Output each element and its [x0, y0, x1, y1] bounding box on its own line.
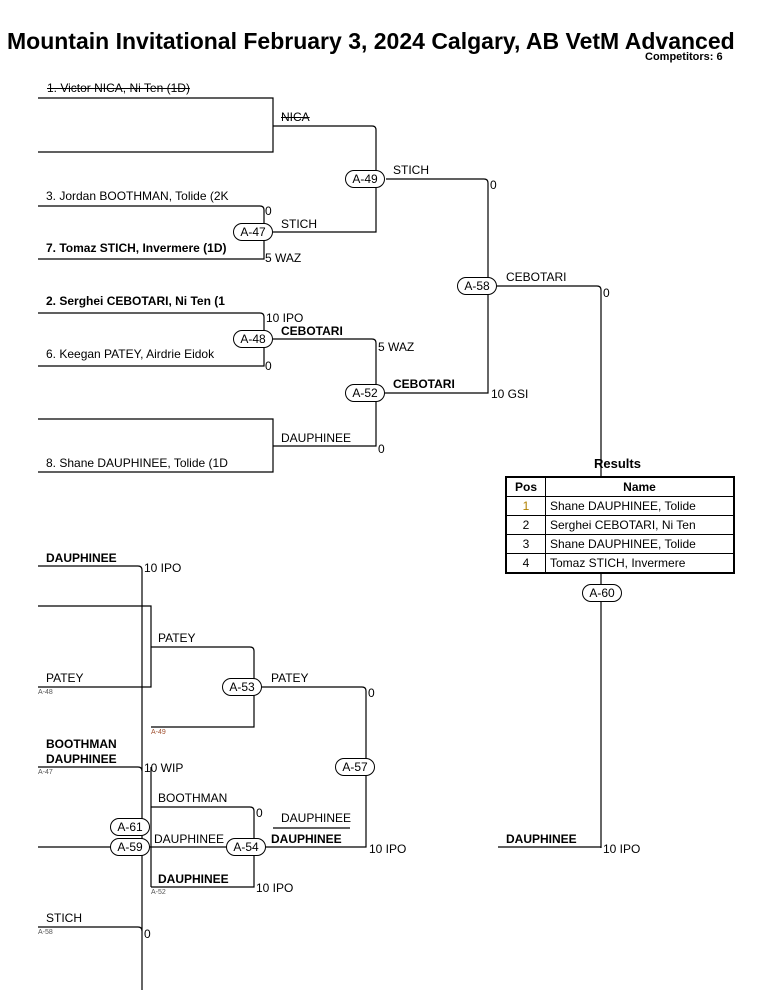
score: 10 IPO — [144, 561, 182, 575]
score: 10 IPO — [256, 881, 294, 895]
winner-boothman: BOOTHMAN — [158, 791, 228, 805]
match-a60[interactable]: A-60 — [582, 584, 622, 602]
winner-a54: DAUPHINEE — [271, 832, 342, 846]
match-a47[interactable]: A-47 — [233, 223, 273, 241]
loser-entry: DAUPHINEE — [46, 752, 117, 766]
match-a52[interactable]: A-52 — [345, 384, 385, 402]
results-title: Results — [594, 456, 641, 471]
loser-entry: PATEY — [46, 671, 84, 685]
match-a57[interactable]: A-57 — [335, 758, 375, 776]
winner-patey: PATEY — [158, 631, 196, 645]
score: 0 — [265, 204, 272, 218]
score: 5 WAZ — [265, 251, 302, 265]
score: 0 — [256, 806, 263, 820]
loser-entry: STICH — [46, 911, 82, 925]
winner-a58: CEBOTARI — [506, 270, 567, 284]
ref-a58: A-58 — [38, 929, 53, 936]
score: 10 IPO — [266, 311, 304, 325]
winner-a53: PATEY — [271, 671, 309, 685]
score: 10 GSI — [491, 387, 529, 401]
match-a48[interactable]: A-48 — [233, 330, 273, 348]
competitors-count: Competitors: 6 — [645, 51, 723, 63]
match-a54[interactable]: A-54 — [226, 838, 266, 856]
winner-a48: CEBOTARI — [281, 324, 343, 338]
match-a53[interactable]: A-53 — [222, 678, 262, 696]
score: 10 WIP — [144, 761, 184, 775]
loser-entry-boothman: BOOTHMAN — [46, 737, 117, 751]
match-a61[interactable]: A-61 — [110, 818, 150, 836]
entry-1: 1. Victor NICA, Ni Ten (1D) — [47, 81, 190, 95]
score: 0 — [265, 359, 272, 373]
score: 0 — [378, 442, 385, 456]
col-name: Name — [545, 476, 735, 497]
score: 10 IPO — [603, 842, 641, 856]
entry-2: 2. Serghei CEBOTARI, Ni Ten (1 — [46, 294, 225, 308]
score: 0 — [603, 286, 610, 300]
winner-a49: STICH — [393, 163, 429, 177]
page-title: Mountain Invitational February 3, 2024 C… — [7, 28, 735, 54]
winner-a52: CEBOTARI — [393, 377, 455, 391]
entry-6: 6. Keegan PATEY, Airdrie Eidok — [46, 347, 215, 361]
loser-entry: DAUPHINEE — [46, 551, 117, 565]
final-winner: DAUPHINEE — [506, 832, 577, 846]
winner-dauphinee: DAUPHINEE — [158, 872, 229, 886]
entry-8: 8. Shane DAUPHINEE, Tolide (1D — [46, 456, 228, 470]
score: 0 — [368, 686, 375, 700]
winner-dauphinee: DAUPHINEE — [154, 832, 225, 846]
winner-dauphinee: DAUPHINEE — [281, 431, 352, 445]
ref-a52: A-52 — [151, 889, 166, 896]
ref-a48: A-48 — [38, 689, 53, 696]
entry-7: 7. Tomaz STICH, Invermere (1D) — [46, 241, 227, 255]
score: 0 — [490, 178, 497, 192]
ref-a47: A-47 — [38, 769, 53, 776]
ref-a49: A-49 — [151, 729, 166, 736]
entry-3: 3. Jordan BOOTHMAN, Tolide (2K — [46, 189, 229, 203]
score: 0 — [144, 927, 151, 941]
winner-dauphinee: DAUPHINEE — [281, 811, 352, 825]
winner-a47: STICH — [281, 217, 317, 231]
score: 5 WAZ — [378, 340, 415, 354]
score: 10 IPO — [369, 842, 407, 856]
winner-nica: NICA — [281, 110, 310, 124]
match-a58[interactable]: A-58 — [457, 277, 497, 295]
col-pos: Pos — [505, 476, 546, 497]
match-a59[interactable]: A-59 — [110, 838, 150, 856]
match-a49[interactable]: A-49 — [345, 170, 385, 188]
